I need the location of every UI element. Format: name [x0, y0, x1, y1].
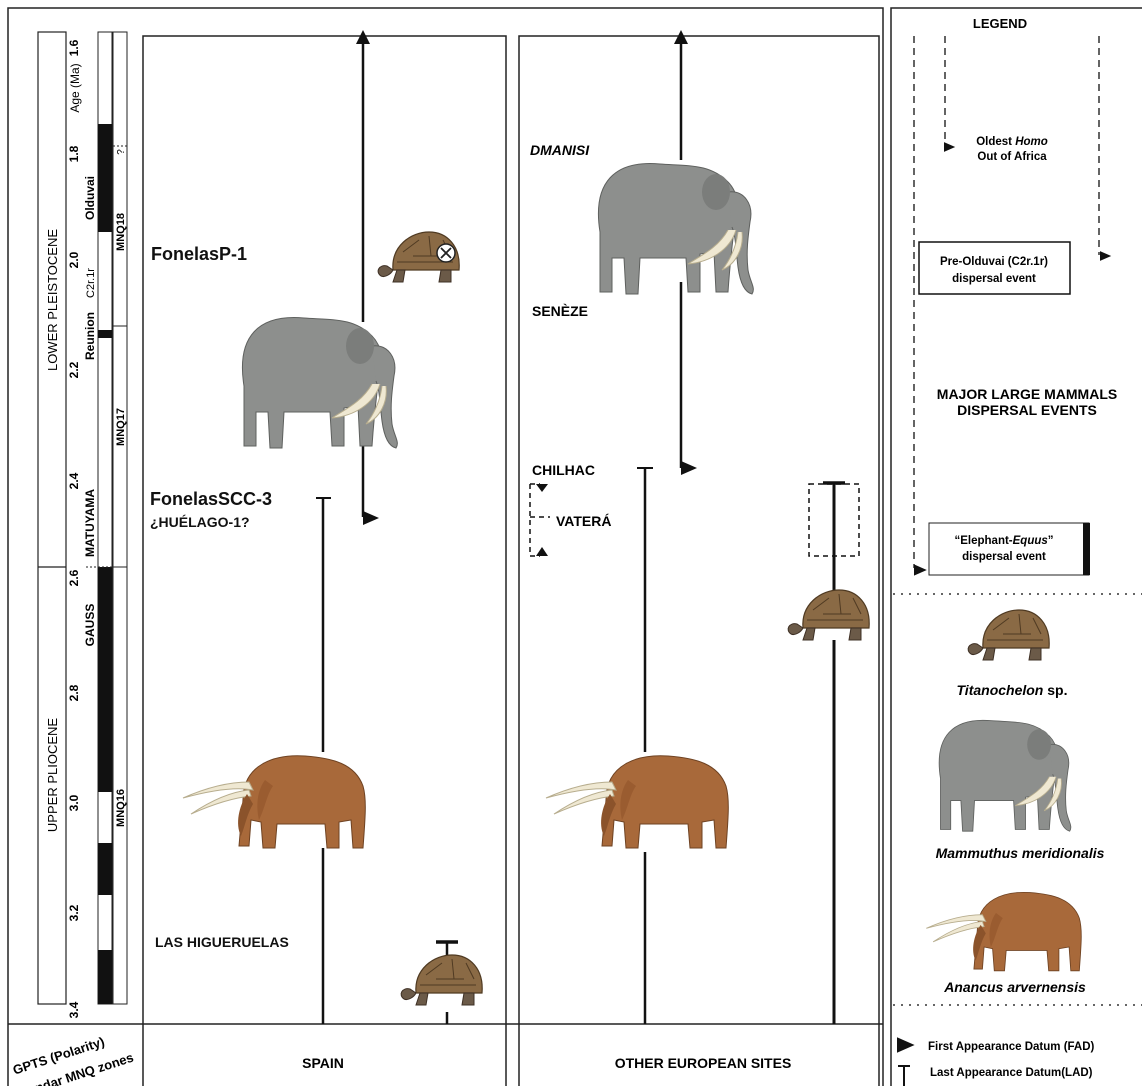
- spain-range-lines: [316, 40, 458, 1024]
- legend-title: LEGEND: [973, 16, 1027, 31]
- legend-elephant-equus-l1: “Elephant-Equus”: [954, 535, 1053, 547]
- chron-matuyama: MATUYAMA: [83, 489, 97, 557]
- age-tick-3-0: 3.0: [67, 794, 81, 811]
- legend-titanochelon: Titanochelon sp.: [957, 682, 1068, 698]
- legend-oldest-homo: Oldest Homo: [976, 136, 1048, 148]
- chron-reunion: Reunion: [83, 312, 97, 360]
- age-tick-2-8: 2.8: [67, 684, 81, 701]
- age-axis-title: Age (Ma): [68, 63, 82, 112]
- legend-anancus: Anancus arvernensis: [943, 979, 1086, 995]
- legend-pre-olduvai-l1: Pre-Olduvai (C2r.1r): [940, 256, 1048, 268]
- legend-pre-olduvai-l2: dispersal event: [952, 273, 1036, 285]
- spain-panel: [143, 36, 506, 1086]
- elephant-equus-arrow: [914, 564, 927, 575]
- spain-panel-label: SPAIN: [302, 1055, 344, 1071]
- site-seneze: SENÈZE: [532, 303, 588, 319]
- age-tick-2-4: 2.4: [67, 472, 81, 489]
- mammoth-image-europe: [598, 164, 753, 294]
- mnq17-label: MNQ17: [115, 408, 127, 446]
- legend-out-of-africa: Out of Africa: [977, 151, 1047, 163]
- anancus-image-spain: [183, 756, 365, 848]
- legend-major-events-l1: MAJOR LARGE MAMMALS: [937, 386, 1117, 402]
- legend-mammoth-image: [939, 720, 1071, 831]
- chron-olduvai: Olduvai: [83, 176, 97, 220]
- legend-lad-symbol: [898, 1066, 910, 1086]
- age-tick-1-8: 1.8: [67, 145, 81, 162]
- fad-arrow-spain-top: [356, 30, 370, 44]
- legend-major-events-l2: DISPERSAL EVENTS: [957, 402, 1097, 418]
- anancus-image-europe: [546, 756, 728, 848]
- legend-fad-symbol: [897, 1037, 915, 1052]
- age-tick-2-6: 2.6: [67, 569, 81, 586]
- site-dmanisi: DMANISI: [530, 142, 590, 158]
- mnq16-label: MNQ16: [115, 789, 127, 827]
- site-huelago1: ¿HUÉLAGO-1?: [150, 514, 250, 530]
- legend-mammuthus: Mammuthus meridionalis: [936, 845, 1105, 861]
- legend-elephant-equus-l2: dispersal event: [962, 551, 1046, 563]
- mnq18-label: MNQ18: [115, 213, 127, 251]
- age-tick-1-6: 1.6: [67, 39, 81, 56]
- site-chilhac: CHILHAC: [532, 462, 595, 478]
- legend-anancus-image: [926, 892, 1081, 970]
- site-fonelasp1: FonelasP-1: [151, 244, 247, 264]
- epoch-lower-pleistocene: LOWER PLEISTOCENE: [45, 229, 60, 371]
- x-marker: [437, 244, 455, 262]
- legend-dashed-leaders: [914, 36, 1099, 568]
- chron-c2r1r: C2r.1r: [85, 268, 97, 298]
- site-vatera: VATERÁ: [556, 513, 611, 529]
- age-tick-2-2: 2.2: [67, 361, 81, 378]
- age-tick-3-2: 3.2: [67, 904, 81, 921]
- mnq-question: ?: [116, 149, 127, 155]
- age-tick-2-0: 2.0: [67, 251, 81, 268]
- fad-marker-spain: [363, 511, 379, 525]
- site-fonelasscc3: FonelasSCC-3: [150, 489, 272, 509]
- legend-tortoise-image: [968, 610, 1049, 660]
- europe-panel-label: OTHER EUROPEAN SITES: [615, 1055, 792, 1071]
- age-tick-labels: 1.6 1.8 2.0 2.2 2.4 2.6 2.8 3.0 3.2 3.4: [67, 39, 81, 1018]
- main-frame: [8, 8, 883, 1086]
- tortoise-image-higueruelas: [401, 955, 482, 1005]
- epoch-column: [38, 32, 66, 1004]
- pre-olduvai-box: [919, 242, 1070, 294]
- pre-olduvai-arrow: [1100, 251, 1111, 261]
- legend-fad: First Appearance Datum (FAD): [928, 1041, 1095, 1053]
- tortoise-image-europe: [788, 590, 869, 640]
- fad-marker-europe: [681, 461, 697, 475]
- elephant-equus-box: [929, 523, 1089, 575]
- legend-lad: Last Appearance Datum(LAD): [930, 1067, 1093, 1079]
- site-las-higueruelas: LAS HIGUERUELAS: [155, 934, 289, 950]
- age-tick-3-4: 3.4: [67, 1001, 81, 1018]
- polarity-column: [98, 32, 112, 1004]
- chron-gauss: GAUSS: [83, 604, 97, 647]
- mammoth-image-spain: [242, 318, 397, 448]
- epoch-upper-pliocene: UPPER PLIOCENE: [45, 718, 60, 832]
- oldest-homo-arrow: [944, 142, 955, 152]
- fad-arrow-europe-top: [674, 30, 688, 44]
